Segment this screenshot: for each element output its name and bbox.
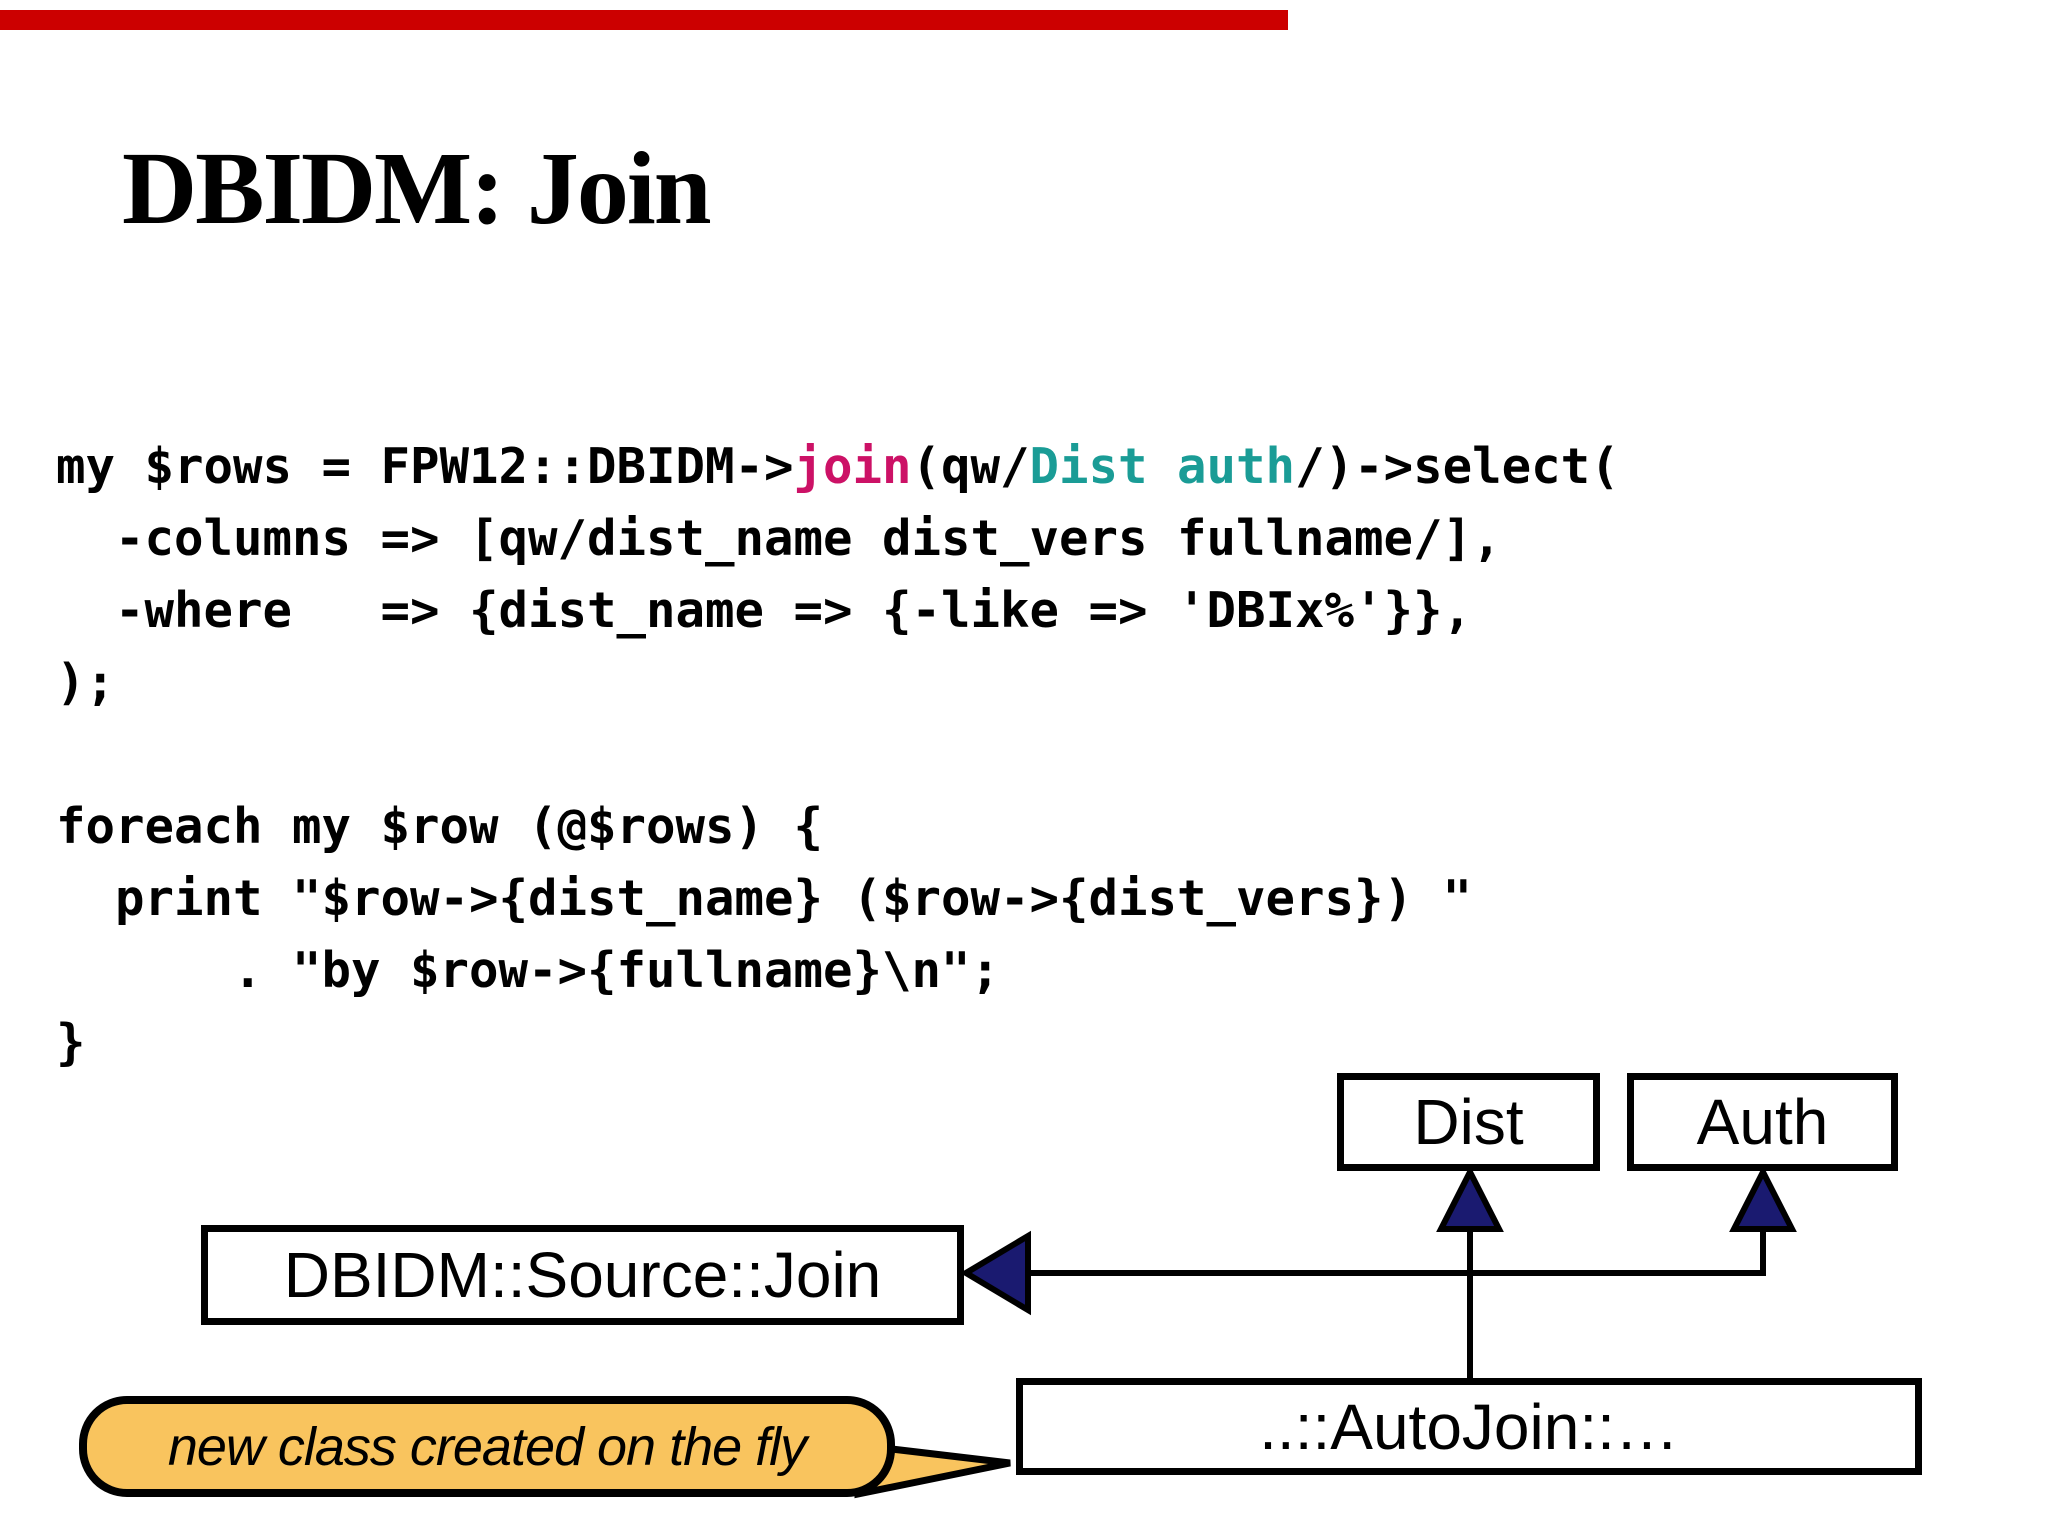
callout-text: new class created on the fly [167,1416,807,1477]
class-box-auth: Auth [1627,1073,1898,1171]
code-line-3: -where => {dist_name => {-like => 'DBIx%… [56,575,1620,647]
inheritance-arrow-auth-icon [1729,1165,1797,1232]
slide-progress-bar [0,10,1288,30]
class-box-source-join-label: DBIDM::Source::Join [283,1239,882,1311]
slide-title: DBIDM: Join [122,131,712,246]
code-token-join: join [793,438,912,495]
code-line-1: my $rows = FPW12::DBIDM->join(qw/Dist au… [56,431,1620,503]
code-token: foreach my $row (@$rows) { [56,798,824,855]
class-box-autojoin-label: ..::AutoJoin::… [1259,1390,1679,1463]
code-token: -columns => [qw/dist_name dist_vers full… [56,510,1502,567]
callout-bubble: new class created on the fly [79,1396,895,1497]
class-box-autojoin: ..::AutoJoin::… [1016,1378,1922,1475]
code-token: (qw/ [911,438,1030,495]
class-box-dist: Dist [1337,1073,1600,1171]
code-token: print "$row->{dist_name} ($row->{dist_ve… [56,870,1473,927]
class-box-auth-label: Auth [1696,1086,1829,1158]
inheritance-arrow-dist-icon [1436,1165,1504,1232]
class-box-source-join: DBIDM::Source::Join [201,1225,964,1325]
code-token-qw-args: Dist auth [1029,438,1296,495]
code-line-2: -columns => [qw/dist_name dist_vers full… [56,503,1620,575]
code-line-7: print "$row->{dist_name} ($row->{dist_ve… [56,863,1620,935]
code-token: my $rows = FPW12::DBIDM-> [56,438,794,495]
code-line-8: . "by $row->{fullname}\n"; [56,935,1620,1007]
code-token: . "by $row->{fullname}\n"; [56,942,1001,999]
code-line-6: foreach my $row (@$rows) { [56,791,1620,863]
code-token: /)->select( [1295,438,1620,495]
code-line-4: ); [56,647,1620,719]
code-line-9: } [56,1007,1620,1079]
arrowhead-source-join-icon [960,1230,1031,1316]
code-block: my $rows = FPW12::DBIDM->join(qw/Dist au… [56,431,1620,1079]
code-token: ); [56,654,116,711]
code-token: } [56,1014,86,1071]
class-box-dist-label: Dist [1413,1086,1524,1158]
code-token: -where => {dist_name => {-like => 'DBIx%… [56,582,1473,639]
